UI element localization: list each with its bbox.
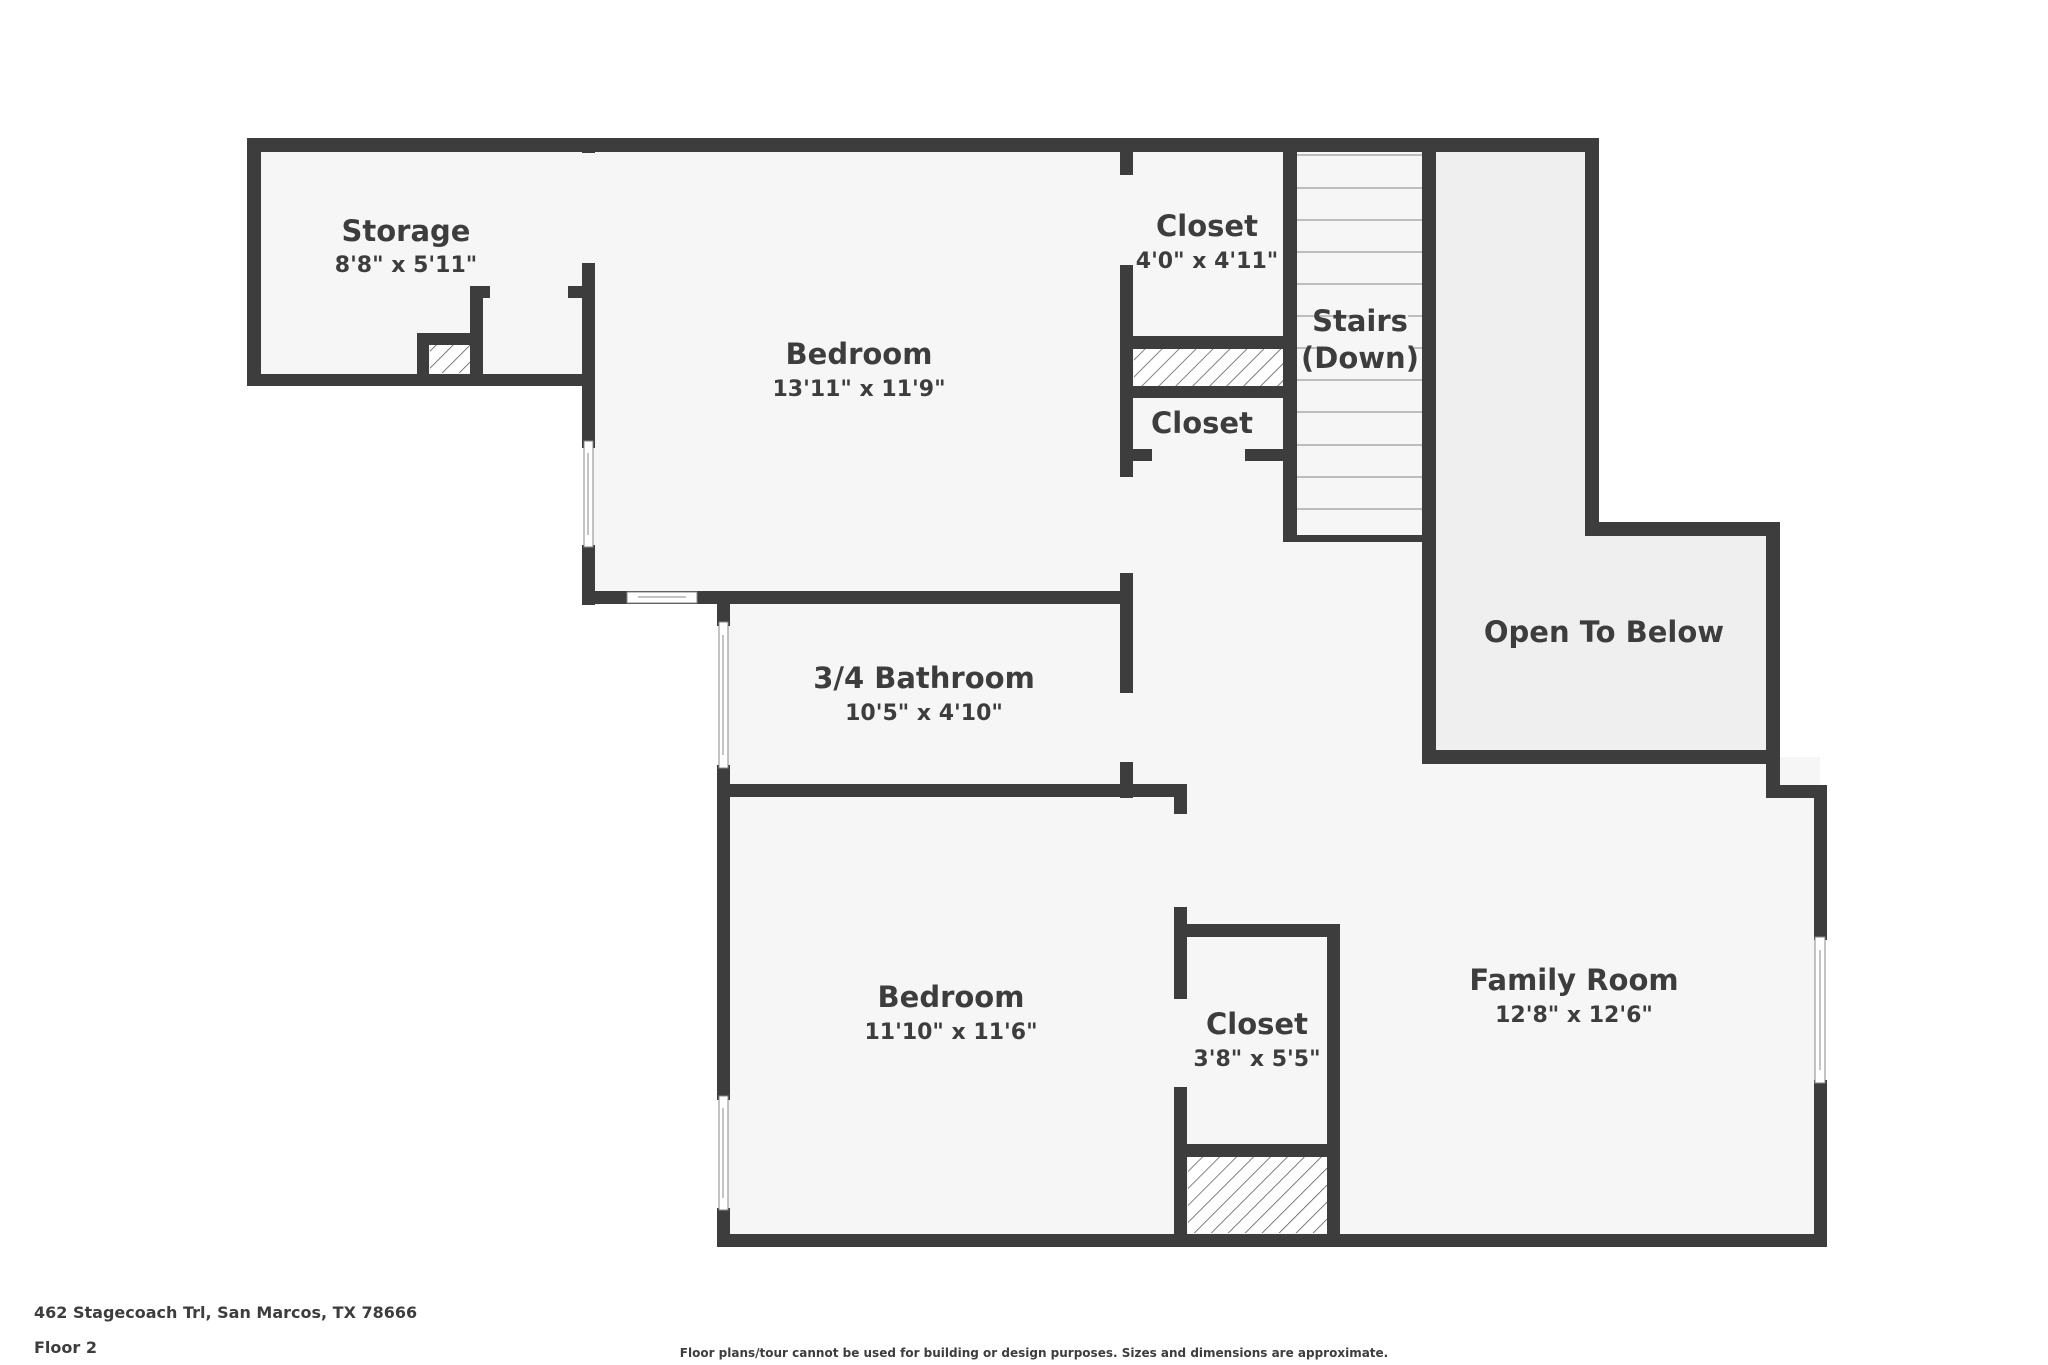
stair-treads (1297, 154, 1422, 510)
room-bedroom-2-dims: 11'10" x 11'6" (864, 1020, 1037, 1045)
room-stairs-direction: (Down) (1301, 341, 1419, 375)
walls (247, 138, 1827, 1247)
room-bedroom-1-dims: 13'11" x 11'9" (772, 377, 945, 402)
room-closet-3-name: Closet (1206, 1007, 1308, 1041)
room-bedroom-2-name: Bedroom (878, 980, 1025, 1014)
room-labels: Storage 8'8" x 5'11" Bedroom 13'11" x 11… (335, 209, 1724, 1072)
room-family-room-name: Family Room (1469, 963, 1678, 997)
room-storage-dims: 8'8" x 5'11" (335, 253, 477, 278)
room-bathroom-dims: 10'5" x 4'10" (845, 701, 1003, 726)
room-bathroom-name: 3/4 Bathroom (813, 661, 1035, 695)
room-closet-1-name: Closet (1156, 209, 1258, 243)
room-open-to-below-name: Open To Below (1484, 615, 1724, 649)
room-closet-2-name: Closet (1151, 406, 1253, 440)
room-closet-3-dims: 3'8" x 5'5" (1193, 1047, 1320, 1072)
disclaimer: Floor plans/tour cannot be used for buil… (679, 1346, 1389, 1360)
room-storage-name: Storage (342, 214, 471, 248)
windows (583, 440, 1826, 1211)
room-bedroom-1-name: Bedroom (786, 337, 933, 371)
property-address: 462 Stagecoach Trl, San Marcos, TX 78666 (34, 1303, 418, 1322)
floor-fills (251, 145, 1820, 1240)
floor-label: Floor 2 (34, 1338, 97, 1357)
room-family-room-dims: 12'8" x 12'6" (1495, 1003, 1653, 1028)
hatched-areas (430, 345, 1327, 1233)
room-stairs-name: Stairs (1312, 304, 1408, 338)
room-closet-1-dims: 4'0" x 4'11" (1136, 249, 1278, 274)
